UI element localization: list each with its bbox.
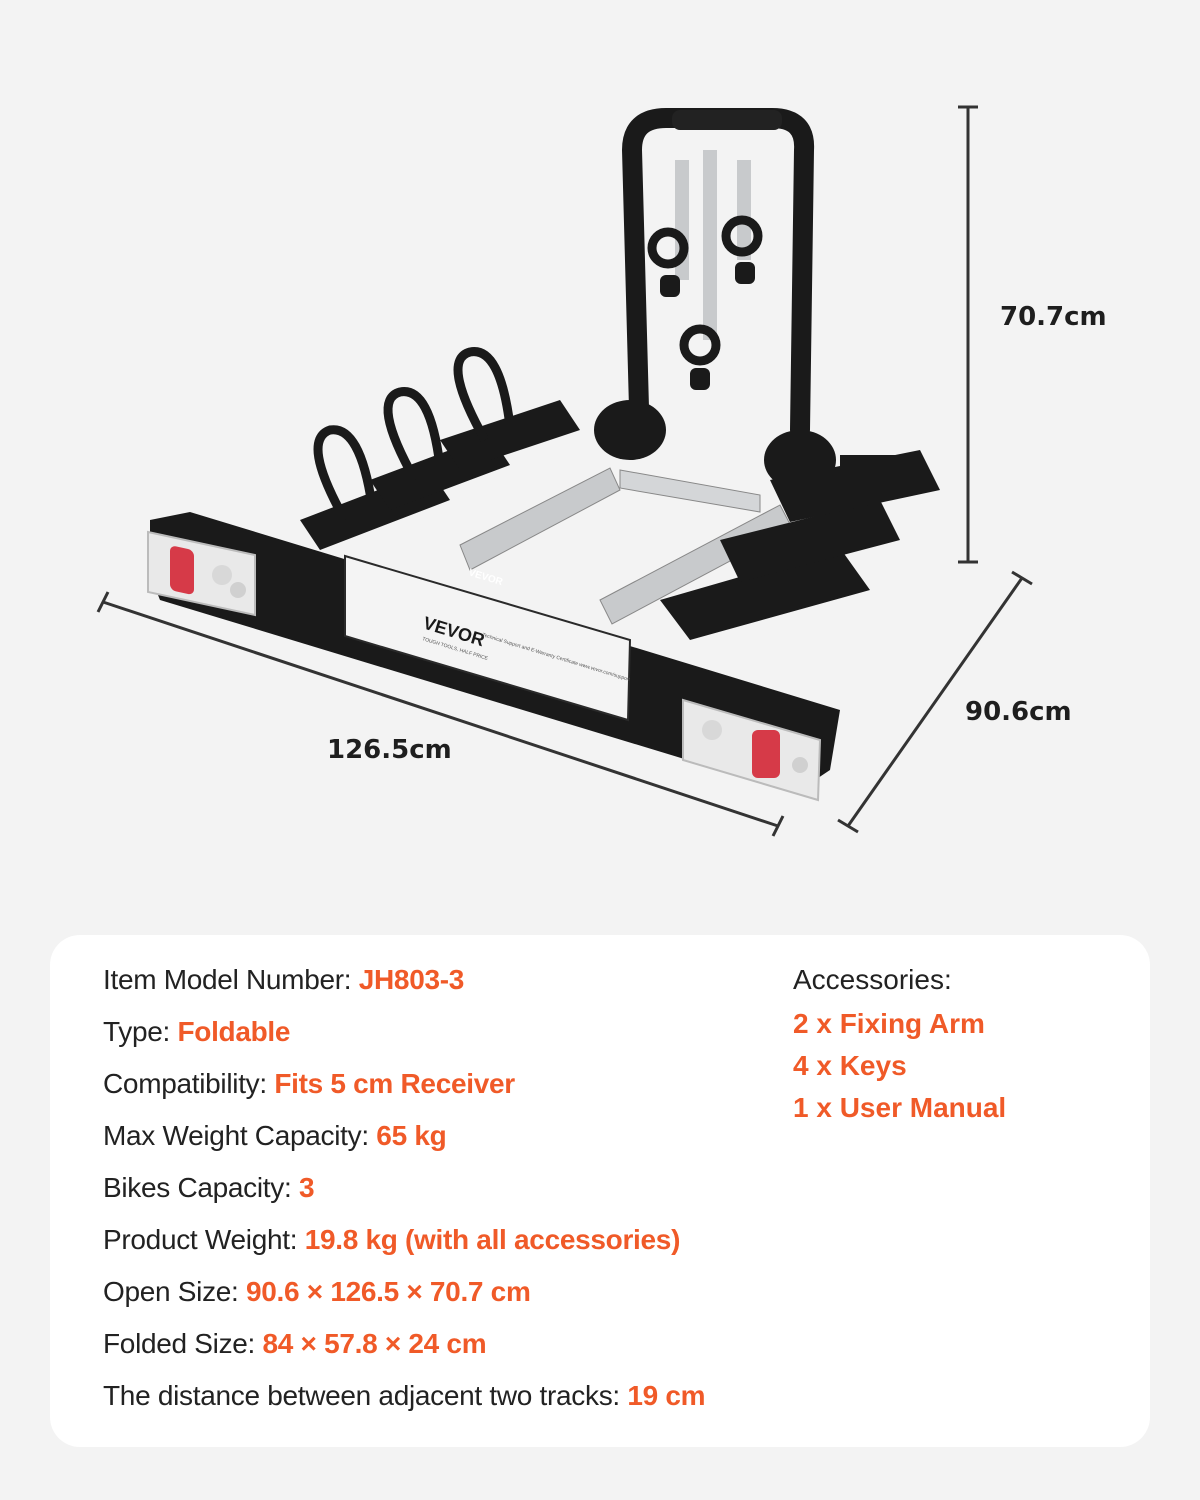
- spec-item-bikes-capacity: Bikes Capacity: 3: [103, 1168, 705, 1220]
- width-dimension-label: 126.5cm: [327, 735, 452, 765]
- spec-label: Open Size:: [103, 1276, 247, 1307]
- wheel-trays-right: [660, 450, 940, 640]
- spec-label: Bikes Capacity:: [103, 1172, 299, 1203]
- spec-value: Foldable: [177, 1016, 291, 1047]
- spec-value: 19.8 kg (with all accessories): [304, 1224, 681, 1255]
- spec-list: Item Model Number: JH803-3 Type: Foldabl…: [103, 960, 706, 1428]
- spec-card: Item Model Number: JH803-3 Type: Foldabl…: [50, 935, 1150, 1447]
- spec-item-product-weight: Product Weight: 19.8 kg (with all access…: [103, 1220, 705, 1272]
- spec-label: The distance between adjacent two tracks…: [103, 1380, 628, 1411]
- crossbar-brand-logo: VEVOR: [467, 567, 504, 588]
- accessory-item: 1 x User Manual: [793, 1092, 1007, 1123]
- spec-item-compatibility: Compatibility: Fits 5 cm Receiver: [103, 1064, 705, 1116]
- spec-item-track-distance: The distance between adjacent two tracks…: [103, 1376, 706, 1428]
- depth-dimension-line: [837, 570, 1033, 834]
- accessories-heading: Accessories:: [793, 964, 952, 995]
- width-dimension-line: [96, 591, 785, 837]
- spec-item-model: Item Model Number: JH803-3: [103, 960, 705, 1012]
- spec-label: Compatibility:: [103, 1068, 275, 1099]
- spec-item-max-weight: Max Weight Capacity: 65 kg: [103, 1116, 705, 1168]
- height-dimension-line: [958, 105, 978, 564]
- spec-value: Fits 5 cm Receiver: [274, 1068, 515, 1099]
- crossbar: VEVOR Technical Support and E-Warranty C…: [150, 512, 840, 790]
- spec-value: 65 kg: [376, 1120, 447, 1151]
- wheel-holders-left: [300, 347, 580, 550]
- spec-value: 19 cm: [627, 1380, 706, 1411]
- spec-item-type: Type: Foldable: [103, 1012, 705, 1064]
- depth-dimension-label: 90.6cm: [965, 697, 1072, 727]
- spec-value: JH803-3: [358, 964, 465, 995]
- height-dimension-label: 70.7cm: [1000, 302, 1107, 332]
- spec-item-folded-size: Folded Size: 84 × 57.8 × 24 cm: [103, 1324, 705, 1376]
- spec-label: Product Weight:: [103, 1224, 305, 1255]
- accessory-item: 2 x Fixing Arm: [793, 1008, 985, 1039]
- spec-label: Type:: [103, 1016, 178, 1047]
- spec-label: Max Weight Capacity:: [103, 1120, 377, 1151]
- tail-light-right: [682, 698, 822, 802]
- product-illustration: VEVOR Technical Support and E-Warranty C…: [96, 105, 1033, 837]
- spec-value: 90.6 × 126.5 × 70.7 cm: [246, 1276, 531, 1307]
- spec-label: Item Model Number:: [103, 964, 359, 995]
- accessories-list: Accessories: 2 x Fixing Arm 4 x Keys 1 x…: [793, 960, 1006, 1130]
- spec-value: 3: [298, 1172, 315, 1203]
- accessory-item: 4 x Keys: [793, 1050, 907, 1081]
- tail-light-left: [147, 530, 256, 617]
- spec-label: Folded Size:: [103, 1328, 263, 1359]
- upright-frame: [594, 108, 836, 490]
- spec-item-open-size: Open Size: 90.6 × 126.5 × 70.7 cm: [103, 1272, 705, 1324]
- spec-value: 84 × 57.8 × 24 cm: [262, 1328, 487, 1359]
